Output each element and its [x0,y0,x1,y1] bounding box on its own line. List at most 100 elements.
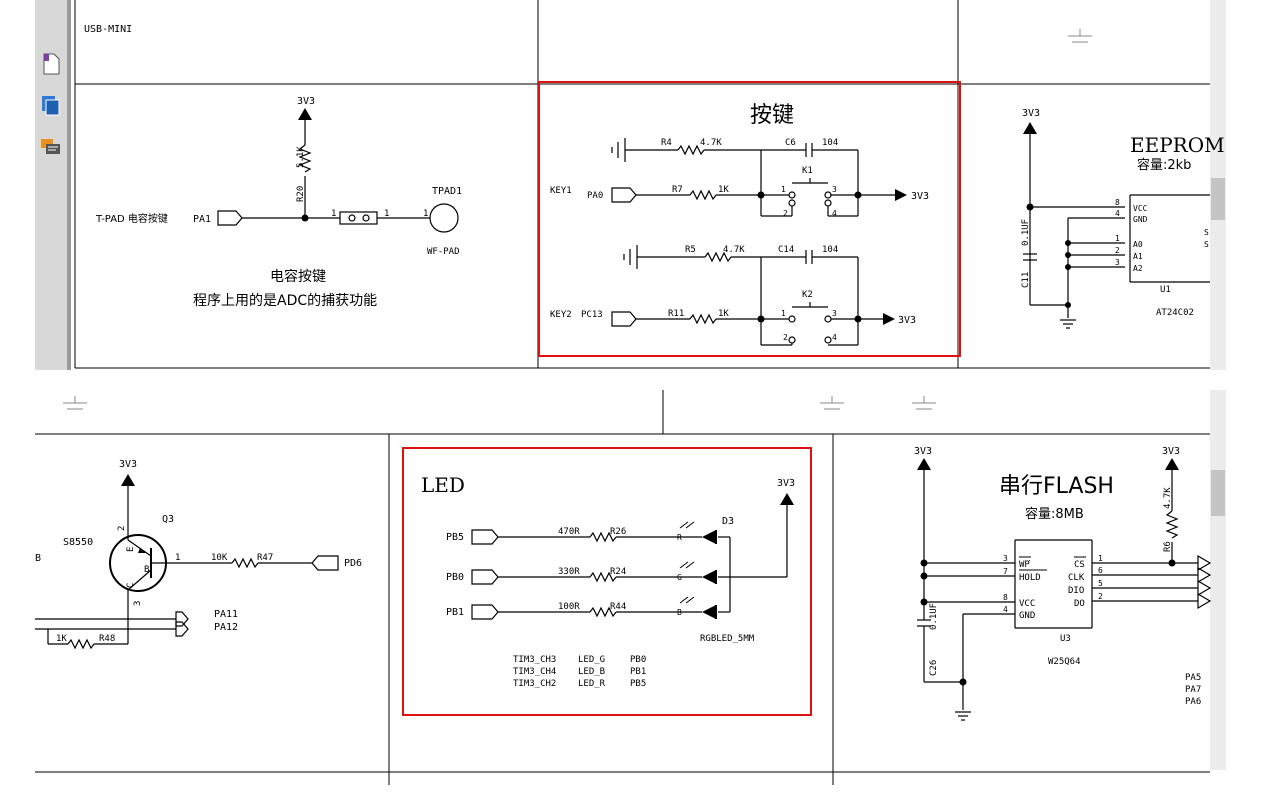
flash-vcc-left: 3V3 [914,446,932,457]
flash-pin-name: HOLD [1019,573,1041,583]
key2-label: KEY2 [550,310,572,320]
eeprom-edge-pin-2: S [1204,240,1209,249]
key1-label: KEY1 [550,186,572,196]
tpad-caption-1: 电容按键 [270,268,326,285]
key2-switch-name: K2 [802,290,813,300]
flash-pin-name: CS [1074,560,1085,570]
transistor-pin-e: E [126,547,136,552]
top-pane-frame [74,0,1210,369]
led-res-name: R44 [610,602,626,612]
eeprom-pins: 8 VCC 4 GND 1 A0 2 A1 3 A2 [1115,198,1148,273]
tpad-caption-2: 程序上用的是ADC的捕获功能 [193,293,377,309]
flash-part: U3 [1060,634,1071,644]
tpad-vcc-label: 3V3 [297,96,315,107]
key2-pullup-res-value: 4.7K [723,245,745,255]
keys-title: 按键 [750,103,794,128]
key2-pullup-res-name: R5 [685,245,696,255]
flash-pin-name: CLK [1068,573,1085,583]
key1-pin-3: 3 [832,185,837,194]
bottom-scrollbar-track[interactable] [1210,390,1226,770]
eeprom-pin-num: 4 [1115,209,1120,218]
port-pa12: PA12 [214,622,238,633]
led-title: LED [421,473,465,497]
eeprom-pin-num: 3 [1115,258,1120,267]
eeprom-pin-name: VCC [1133,204,1148,213]
tpad-res-value: 5.1K [296,146,306,168]
r48-name: R48 [99,634,115,644]
led-row [471,561,717,585]
led-res-value: 330R [558,567,580,577]
key1-res-value: 1K [718,185,729,195]
r47-name: R47 [257,553,273,563]
eeprom-title: EEPROM [1130,133,1225,157]
flash-res-name: R6 [1163,541,1173,552]
flash-cap-name: C26 [929,660,939,676]
top-scrollbar-thumb[interactable] [1211,178,1225,220]
comment-icon[interactable] [41,139,60,154]
page-icon[interactable] [43,53,60,75]
eeprom-pin-name: A0 [1133,240,1143,249]
led-circuit [471,493,794,620]
transistor-model: S8550 [63,537,93,548]
key2-pin-2: 2 [783,333,788,342]
tpad-signal-label: T-PAD 电容按键 [95,212,168,225]
tpad-pin-pad: 1 [423,209,428,219]
key1-pin-4: 4 [832,209,837,218]
port-pd6: PD6 [344,558,362,569]
flash-res-value: 4.7K [1163,487,1173,509]
led-port: PB0 [446,572,464,583]
eeprom-pin-name: A1 [1133,252,1143,261]
keys-highlight-box [538,81,961,357]
copy-pages-icon[interactable] [42,96,60,116]
led-map-table: TIM3_CH3 LED_G PB0 TIM3_CH4 LED_B PB1 TI… [513,655,646,689]
led-port: PB5 [446,532,464,543]
key2-circuit [611,245,895,346]
flash-model: W25Q64 [1048,657,1081,667]
flash-pin-num: 8 [1003,593,1008,602]
key1-pullup-res-name: R4 [661,138,672,148]
eeprom-pin-num: 2 [1115,246,1120,255]
led-map-cell: LED_G [578,655,605,665]
led-res-name: R24 [610,567,626,577]
led-res-value: 470R [558,527,580,537]
eeprom-pin-name: GND [1133,215,1148,224]
flash-pin-num: 5 [1098,579,1103,588]
key2-res-value: 1K [718,309,729,319]
flash-pin-num: 6 [1098,566,1103,575]
key2-pin-1: 1 [781,309,786,318]
flash-pin-num: 4 [1003,605,1008,614]
led-map-cell: PB5 [630,679,646,689]
led-color: R [677,533,682,542]
key2-pin-3: 3 [832,309,837,318]
led-diode-model: RGBLED_5MM [700,634,755,644]
flash-pin-num: 7 [1003,567,1008,576]
eeprom-cap-name: C11 [1021,272,1031,288]
bottom-scrollbar-thumb[interactable] [1211,470,1225,516]
transistor-pin-2: 2 [117,526,127,531]
beep-edge-label: B [35,553,41,564]
flash-port: PA7 [1185,685,1201,695]
flash-left-pins: 3 WP 7 HOLD 8 VCC 4 GND [1003,554,1041,621]
transistor-name: Q3 [162,514,174,525]
led-port: PB1 [446,607,464,618]
led-map-cell: PB1 [630,667,646,677]
led-vcc: 3V3 [777,478,795,489]
beep-circuit [35,474,339,650]
led-res-value: 100R [558,602,580,612]
usb-mini-label: USB-MINI [84,24,132,35]
key2-cap-value: 104 [822,245,838,255]
tpad-circuit [217,108,459,233]
key1-res-name: R7 [672,185,683,195]
key1-port: PA0 [587,191,603,201]
led-map-cell: TIM3_CH3 [513,655,556,665]
transistor-pin-c: C [126,583,136,588]
key1-pin-1: 1 [781,185,786,194]
eeprom-cap-value: 0.1UF [1021,219,1031,246]
flash-pin-name: WP [1019,560,1030,570]
eeprom-part: U1 [1160,285,1171,295]
eeprom-vcc: 3V3 [1022,108,1040,119]
r47-value: 10K [211,553,228,563]
led-diode-name: D3 [722,516,734,527]
